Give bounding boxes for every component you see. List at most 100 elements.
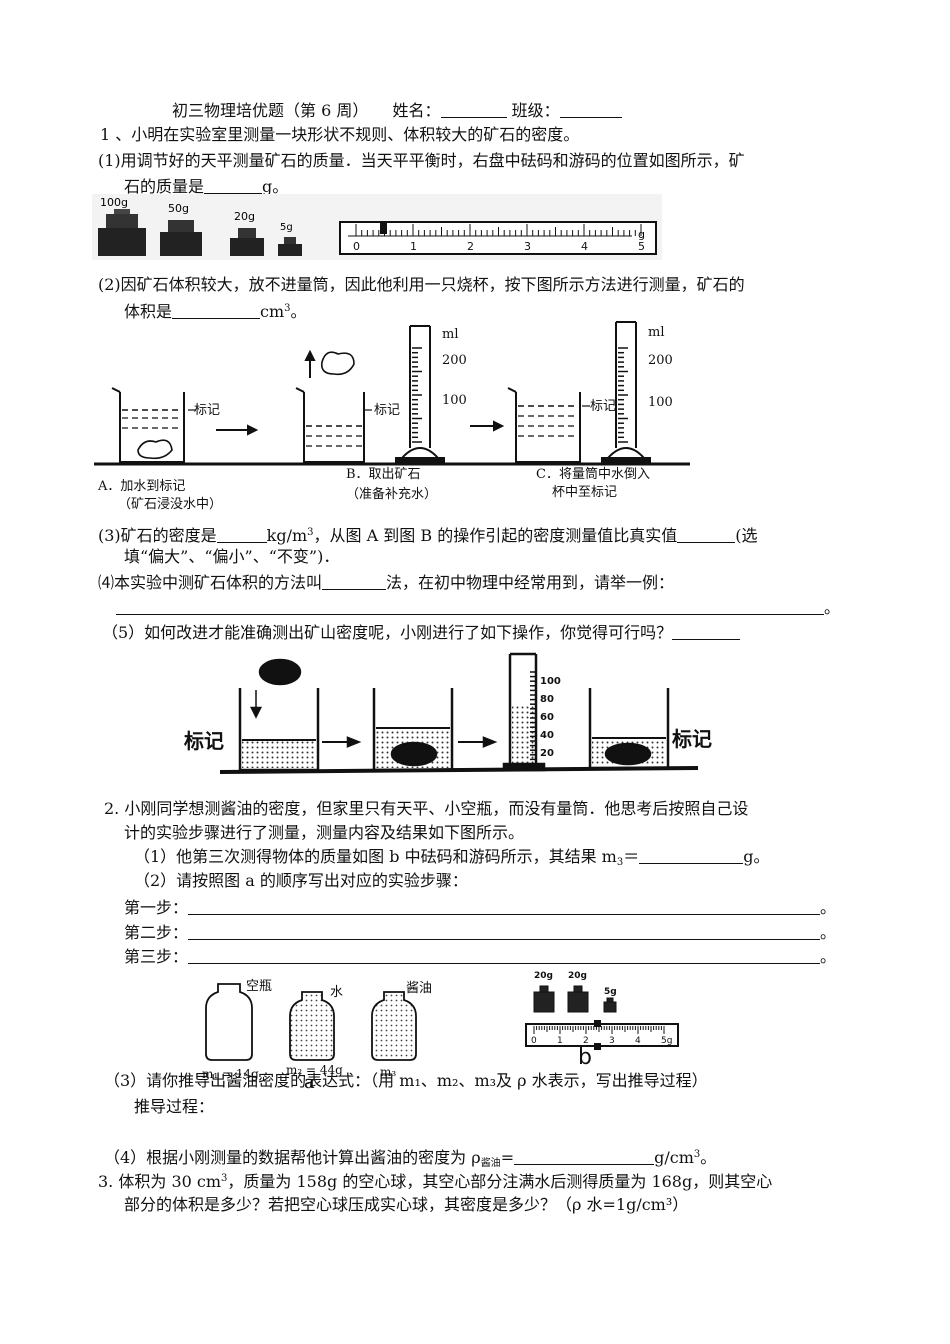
cylinder-scale-label: 40 [540,730,554,741]
rider-tick-label: 3 [524,240,531,253]
arrow-b-c [470,420,505,432]
rider-b-marker-top [594,1020,601,1027]
caption-a-2: （矿石浸没水中） [118,497,222,512]
weight-20g-1 [533,985,555,1013]
q1-part4-text: ⑷本实验中测矿石体积的方法叫 [98,573,323,592]
q2-derivation-label: 推导过程： [134,1097,215,1116]
step1-row: 第一步：。 [124,897,836,919]
q2-sub4-text: （4）根据小刚测量的数据帮他计算出酱油的密度为 ρ [104,1148,481,1167]
q2-sub4-eq: = [500,1148,515,1167]
weight-100g [98,209,146,256]
rider-b-tick-label: 5g [661,1036,672,1046]
water-bottle [289,991,335,1061]
rider-b-tick-label: 0 [531,1036,537,1046]
example-blank[interactable] [116,598,824,615]
mark-left: 标记 [184,729,224,753]
q2-sub3: （3）请你推导出酱油密度的表达式：（用 m₁、m₂、m₃及 ρ 水表示，写出推导… [104,1071,708,1090]
m3-blank[interactable] [639,847,744,864]
q3-text-a: 3. 体积为 30 cm [98,1172,222,1191]
wb-20g-1: 20g [534,971,553,981]
rider-b-tick-label: 1 [557,1036,563,1046]
figure-a-label: a [304,1072,315,1093]
error-direction-blank[interactable] [677,526,736,543]
caption-c-1: C．将量筒中水倒入 [536,466,650,482]
mark-label-c: 标记 [590,399,616,414]
beaker-2 [372,688,454,772]
rider-b-tick-label: 2 [583,1036,589,1046]
soy-density-subscript: 酱油 [480,1158,501,1169]
bottles-figure-a: 空瓶 水 酱油 m₁ = 14g m₂ = 44g m₃ a [202,979,432,1093]
measuring-cylinder-2 [601,321,651,465]
q2-line1: 2. 小刚同学想测酱油的密度，但家里只有天平、小空瓶，而没有量筒．他思考后按照自… [104,799,749,818]
q1-part2-text: 体积是 [124,302,173,321]
worksheet-header: 初三物理培优题（第 6 周） 姓名： 班级： [172,100,622,122]
m3-label: m₃ [380,1065,396,1079]
step2-blank[interactable] [188,923,821,940]
m3-subscript: 3 [616,857,624,868]
q2-line2: 计的实验步骤进行了测量，测量内容及结果如下图所示。 [124,823,525,842]
rider-tick-label: 0 [353,240,360,253]
figure-b-label: b [578,1045,592,1070]
empty-bottle-label: 空瓶 [246,979,272,994]
class-label: 班级： [511,101,560,120]
density-unit-sup: 3 [307,527,314,538]
q2-sub2: （2）请按照图 a 的顺序写出对应的实验步骤： [134,871,468,890]
empty-bottle [205,983,253,1061]
ore-mass-blank[interactable] [204,177,263,194]
q1-part1-line1: (1)用调节好的天平测量矿石的质量．当天平平衡时，右盘中砝码和游码的位置如图所示… [98,151,745,170]
density-unit: kg/m [266,526,308,545]
rider-tick-label: 2 [467,240,474,253]
step1-label: 第一步： [124,898,189,917]
ore-rock [137,439,173,460]
q3-line2: 部分的体积是多少？若把空心球压成实心球，其密度是多少？（ρ 水=1g/cm³） [124,1195,689,1214]
step2-end: 。 [820,923,837,942]
rider-tick-label: 4 [581,240,588,253]
mark-label-b: 标记 [374,403,400,418]
q1-part1-text: 石的质量是 [124,177,205,196]
name-field[interactable] [440,101,507,118]
beaker-c [507,387,581,463]
cyl1-unit: ml [442,327,459,342]
q1-part5: （5）如何改进才能准确测出矿山密度呢，小刚进行了如下操作，你觉得可行吗？ [102,622,741,644]
caption-a-1: A．加水到标记 [97,479,185,494]
ore-rock-lifted [320,351,355,376]
q1-part4-text-b: 法，在初中物理中经常用到，请举一例： [386,573,675,592]
name-label: 姓名： [392,101,441,120]
class-field[interactable] [559,101,622,118]
weight-50g-label: 50g [168,202,189,215]
ore-volume-blank[interactable] [172,302,261,319]
feasibility-blank[interactable] [672,623,741,640]
caption-b-1: B．取出矿石 [346,467,421,482]
method-name-blank[interactable] [322,573,387,590]
mark-right: 标记 [672,727,712,751]
weight-20g-label: 20g [234,210,255,223]
soy-density-blank[interactable] [514,1148,655,1165]
rider-b-tick-label: 3 [609,1036,615,1046]
mark-label-a: 标记 [194,403,220,418]
q1-part4-line2: 。 [116,597,840,619]
wb-20g-2: 20g [568,971,587,981]
q2-sub4: （4）根据小刚测量的数据帮他计算出酱油的密度为 ρ酱油=g/cm3。 [104,1144,716,1175]
step3-blank[interactable] [188,947,821,964]
q1-part2-line1: (2)因矿石体积较大，放不进量筒，因此他利用一只烧杯，按下图所示方法进行测量，矿… [98,275,745,294]
rider-tick-label: 1 [410,240,417,253]
beaker-a [111,387,185,463]
cyl1-200: 200 [442,353,467,368]
q2-sub4-unit-sup: 3 [693,1149,701,1160]
ore-density-blank[interactable] [216,526,267,543]
soy-bottle [371,991,417,1061]
q1-part2-end: 。 [290,302,307,321]
weight-5g-label: 5g [280,222,293,233]
step1-blank[interactable] [188,898,821,915]
cylinder-scale-label: 100 [540,676,561,687]
caption-b-2: （准备补充水） [346,486,437,502]
q1-part3-text-b: ，从图 A 到图 B 的操作引起的密度测量值比真实值 [313,526,678,545]
rider-unit: g [638,228,645,241]
weight-5g [278,237,302,256]
